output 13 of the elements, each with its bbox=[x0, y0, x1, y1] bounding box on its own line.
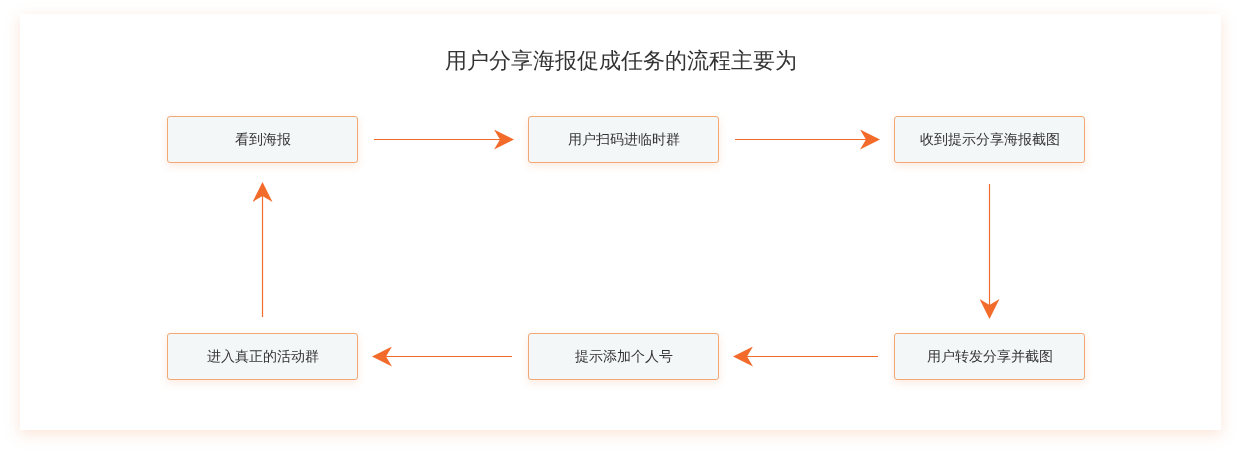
arrow bbox=[373, 129, 514, 150]
title: 用户分享海报促成任务的流程主要为 bbox=[444, 47, 798, 75]
process-box: 用户扫码进临时群 bbox=[528, 116, 719, 163]
arrow bbox=[252, 182, 273, 318]
process-box: 用户转发分享并截图 bbox=[894, 333, 1085, 380]
process-box: 提示添加个人号 bbox=[528, 333, 719, 380]
process-box: 看到海报 bbox=[167, 116, 358, 163]
arrow bbox=[372, 346, 513, 367]
arrow bbox=[734, 129, 880, 150]
arrow bbox=[733, 346, 879, 367]
arrow bbox=[979, 183, 1000, 319]
process-box: 收到提示分享海报截图 bbox=[894, 116, 1085, 163]
process-box: 进入真正的活动群 bbox=[167, 333, 358, 380]
